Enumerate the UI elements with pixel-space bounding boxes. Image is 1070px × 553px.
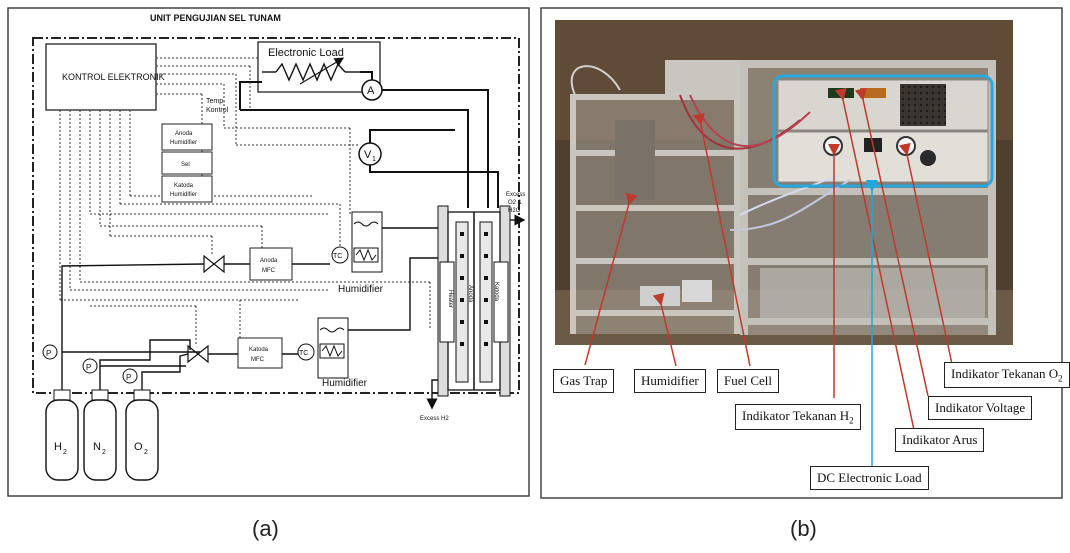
sel-label: Sel [181,162,190,168]
pressure-label-1: P [46,349,51,358]
cylinder-o2-sub: 2 [144,449,148,456]
heater-vertical-label: Heater [447,290,453,308]
katoda-mfc-label-1: Katoda [249,347,269,353]
anoda-humidifier-label-1: Anoda [175,131,193,137]
callout-dc-load: DC Electronic Load [810,466,929,490]
tekanan-h2-sub: 2 [849,416,854,426]
anoda-mfc-label-2: MFC [262,268,276,274]
cylinder-h2-sub: 2 [63,449,67,456]
katoda-mfc-label-2: MFC [251,357,265,363]
pressure-label-2: P [86,363,91,372]
katoda-humidifier-box [162,176,212,202]
anoda-mfc-label-1: Anoda [260,258,278,264]
tekanan-o2-sub: 2 [1058,374,1063,384]
temp-kontrol-label-2: Kontrol [206,107,229,114]
cylinder-h2: H 2 [46,390,78,480]
anoda-humidifier-box [162,124,212,150]
anoda-mfc-box [250,248,292,280]
equipment-photo [555,20,1013,345]
caption-b: (b) [790,516,817,542]
callout-arus: Indikator Arus [895,428,984,452]
ammeter-label: A [367,85,375,97]
humidifier-label-2: Humidifier [322,378,368,389]
panel-a: UNIT PENGUJIAN SEL TUNAM KONTROL ELEKTRO… [8,8,529,496]
callout-tekanan-o2: Indikator Tekanan O2 [944,362,1070,388]
cylinder-o2-label: O [134,441,143,453]
callout-fuel-cell: Fuel Cell [717,369,779,393]
callout-humidifier: Humidifier [634,369,706,393]
cylinder-o2: O 2 [126,390,158,480]
katoda-mfc-box [238,338,282,368]
voltmeter-sub: 1 [372,156,376,163]
tekanan-h2-text: Indikator Tekanan H [742,408,849,423]
callout-voltage: Indikator Voltage [928,396,1032,420]
tc-label-2: TC [299,350,308,357]
excess-bottom-label: Excess H2 [420,416,449,422]
anoda-humidifier-label-2: Humidifier [170,140,197,146]
voltmeter-label: V [364,149,372,161]
cylinder-n2-sub: 2 [102,449,106,456]
cylinder-h2-label: H [54,441,62,453]
excess-top-label-1: Excess [506,192,525,198]
fuel-cell-stack: Anoda Katoda Heater [438,206,510,396]
tc-label-1: TC [333,253,342,260]
panel-a-title: UNIT PENGUJIAN SEL TUNAM [150,13,281,23]
callout-tekanan-h2: Indikator Tekanan H2 [735,404,861,430]
callout-gas-trap: Gas Trap [553,369,614,393]
humidifier-label-1: Humidifier [338,284,384,295]
katoda-vertical-label: Katoda [493,282,499,302]
anoda-vertical-label: Anoda [467,285,473,303]
katoda-humidifier-label-2: Humidifier [170,192,197,198]
katoda-humidifier-label-1: Katoda [174,183,194,189]
pressure-label-3: P [126,373,131,382]
excess-top-label-3: H2O [508,208,521,214]
electronic-load-label: Electronic Load [268,47,344,59]
excess-top-label-2: O2 & [508,200,522,206]
temp-kontrol-label-1: Temp. [206,98,225,105]
cylinder-n2-label: N [93,441,101,453]
kontrol-elektronik-label: KONTROL ELEKTRONIK [62,72,165,82]
caption-a: (a) [252,516,279,542]
cylinder-n2: N 2 [84,390,116,480]
tekanan-o2-text: Indikator Tekanan O [951,366,1058,381]
